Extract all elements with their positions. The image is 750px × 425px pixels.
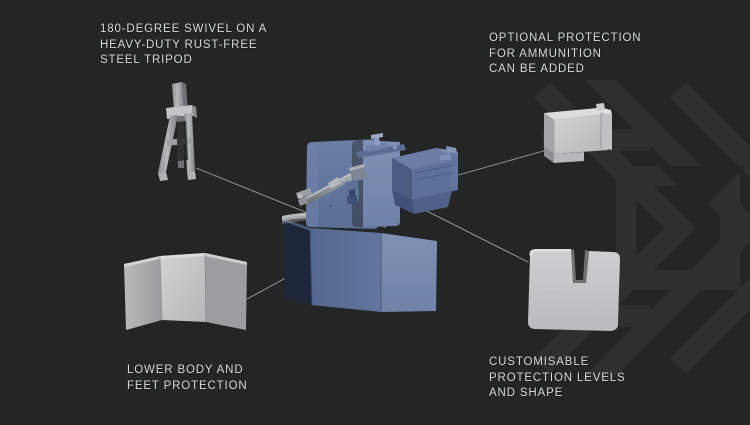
- tripod-assembly: [158, 82, 197, 181]
- lower-shield-center-panel: [310, 228, 381, 312]
- ammo-box-cover: [544, 103, 612, 163]
- curved-lower-panel: [124, 253, 247, 330]
- weapon-barrel-arm: [298, 164, 368, 206]
- lower-shield-right-panel: [381, 233, 437, 312]
- weapon-sight-cluster: [356, 133, 406, 158]
- leader-tripod-to-assembly: [195, 167, 321, 219]
- weapon-grip: [345, 180, 359, 205]
- weapon-mount-arm: [296, 188, 312, 199]
- lower-shield-left-panel: [283, 218, 312, 305]
- weapon-receiver: [392, 146, 458, 214]
- callout-ammunition: OPTIONAL PROTECTION FOR AMMUNITION CAN B…: [489, 32, 642, 75]
- callout-customisable: CUSTOMISABLE PROTECTION LEVELS AND SHAPE: [489, 356, 626, 399]
- notched-plate: [528, 249, 620, 331]
- weapon-assembly: [282, 133, 458, 312]
- callout-tripod: 180-DEGREE SWIVEL ON A HEAVY-DUTY RUST-F…: [100, 23, 268, 66]
- callout-lower-body: LOWER BODY AND FEET PROTECTION: [127, 364, 248, 392]
